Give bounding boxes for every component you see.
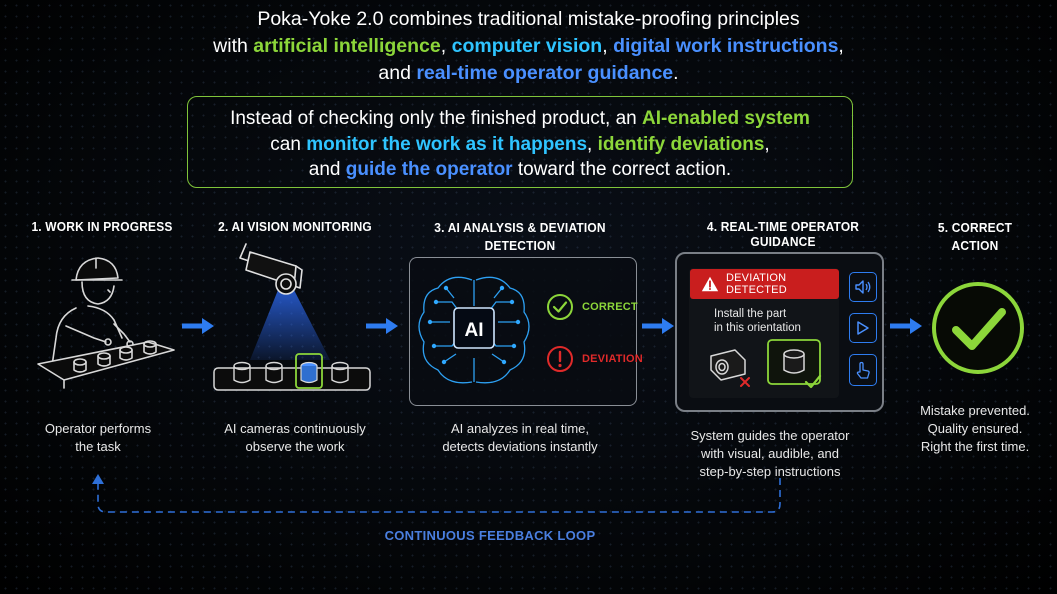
term-digital-work-instructions: digital work instructions	[613, 35, 839, 57]
wrong-x-icon	[740, 377, 750, 387]
intro-text-segment: .	[673, 62, 679, 84]
play-icon	[857, 321, 869, 335]
term-computer-vision: computer vision	[451, 35, 603, 57]
intro-line-1: Poka-Yoke 2.0 combines traditional mista…	[257, 8, 800, 30]
flow-arrow-4	[890, 318, 922, 334]
intro-text-segment: and	[378, 62, 417, 84]
feedback-loop-path	[92, 474, 781, 513]
step-4-title: 4. REAL-TIME OPERATOR GUIDANCE	[706, 219, 860, 249]
deviation-detected-banner: DEVIATION DETECTED	[690, 269, 839, 299]
instruction-line-2: in this orientation	[714, 322, 801, 334]
term-artificial-intelligence: artificial intelligence	[253, 35, 441, 57]
intro-line-3: and real-time operator guidance.	[0, 60, 1057, 87]
correct-action-check-icon	[932, 282, 1024, 374]
step-1-desc-line-1: Operator performs	[44, 421, 152, 436]
term-ai-enabled-system: AI-enabled system	[642, 108, 810, 129]
correct-check-icon	[547, 294, 573, 320]
term-real-time-operator-guidance: real-time operator guidance	[416, 62, 674, 84]
step-4-description: System guides the operator with visual, …	[665, 427, 875, 481]
step-3-title-line-1: 3. AI ANALYSIS & DEVIATION	[434, 220, 606, 235]
camera-illustration	[213, 243, 371, 391]
step-4-desc-line-2: with visual, audible, and	[700, 446, 840, 461]
analysis-panel	[409, 257, 637, 406]
step-3-desc-line-2: detects deviations instantly	[442, 439, 598, 454]
vision-beam	[250, 290, 330, 360]
instruction-text: Install the part in this orientation	[714, 307, 801, 335]
step-5-description: Mistake prevented. Quality ensured. Righ…	[905, 402, 1045, 456]
step-3-desc-line-1: AI analyzes in real time,	[450, 421, 589, 436]
step-2-description: AI cameras continuously observe the work	[205, 420, 385, 456]
deviation-alert-icon	[547, 346, 573, 372]
step-1-title: 1. WORK IN PROGRESS	[31, 219, 173, 234]
speaker-icon	[855, 280, 871, 294]
detected-part-box	[295, 353, 323, 389]
intro-text-segment: with	[213, 35, 254, 57]
correct-orientation-part	[767, 339, 822, 389]
step-5-desc-line-3: Right the first time.	[920, 439, 1030, 454]
ai-chip	[453, 307, 495, 349]
step-5-title-line-1: 5. CORRECT	[937, 220, 1013, 235]
deviation-detected-text: DEVIATION DETECTED	[725, 272, 787, 296]
step-3-description: AI analyzes in real time, detects deviat…	[410, 420, 630, 456]
intro-line-2: with artificial intelligence, computer v…	[0, 33, 1057, 60]
term-guide-operator: guide the operator	[345, 159, 513, 180]
flow-arrow-3	[642, 318, 674, 334]
wrong-orientation-part	[710, 349, 750, 387]
deviation-label: DEVIATION	[582, 353, 643, 365]
callout-text: ,	[587, 133, 598, 155]
callout-text: Instead of checking only the finished pr…	[230, 108, 643, 129]
instruction-line-1: Install the part	[714, 308, 787, 320]
callout-line-2: can monitor the work as it happens, iden…	[188, 132, 852, 158]
callout-text: and	[308, 159, 346, 180]
callout-text: can	[270, 133, 307, 155]
intro-separator: ,	[440, 35, 452, 57]
step-4-desc-line-1: System guides the operator	[690, 428, 850, 443]
callout-text: toward the correct action.	[512, 159, 732, 180]
step-2-desc-line-2: observe the work	[245, 439, 345, 454]
step-5-title: 5. CORRECT ACTION	[920, 219, 1030, 255]
play-button[interactable]	[849, 313, 877, 343]
callout-line-3: and guide the operator toward the correc…	[188, 157, 852, 183]
step-1-desc-line-2: the task	[75, 439, 121, 454]
step-2-desc-line-1: AI cameras continuously	[224, 421, 366, 436]
step-3-title-line-2: DETECTION	[484, 238, 556, 253]
step-4-desc-line-3: step-by-step instructions	[699, 464, 841, 479]
feedback-loop-label: CONTINUOUS FEEDBACK LOOP	[384, 528, 596, 543]
step-5-desc-line-2: Quality ensured.	[927, 421, 1023, 436]
callout-box: Instead of checking only the finished pr…	[187, 96, 853, 188]
callout-line-1: Instead of checking only the finished pr…	[188, 106, 852, 132]
term-monitor-work: monitor the work as it happens	[306, 133, 588, 155]
step-5-title-line-2: ACTION	[951, 238, 999, 253]
touch-icon	[856, 361, 870, 379]
step-1-description: Operator performs the task	[18, 420, 178, 456]
intro-separator: ,	[838, 35, 844, 57]
flow-arrow-1	[182, 318, 214, 334]
flow-arrow-2	[366, 318, 398, 334]
callout-text: ,	[764, 133, 770, 155]
term-identify-deviations: identify deviations	[597, 133, 765, 155]
step-2-title: 2. AI VISION MONITORING	[218, 219, 372, 234]
intro-separator: ,	[602, 35, 614, 57]
touch-button[interactable]	[849, 354, 877, 386]
warning-icon	[701, 276, 719, 292]
ai-brain-illustration: AI	[418, 276, 530, 384]
step-3-title: 3. AI ANALYSIS & DEVIATION DETECTION	[414, 219, 626, 255]
intro-text: Poka-Yoke 2.0 combines traditional mista…	[0, 6, 1057, 87]
ai-chip-label: AI	[465, 320, 484, 341]
operator-illustration	[37, 257, 175, 389]
feedback-arrowhead-icon	[92, 474, 104, 484]
correct-label: CORRECT	[582, 301, 638, 313]
audio-button[interactable]	[849, 272, 877, 302]
correct-check-small-icon	[804, 374, 822, 389]
step-5-desc-line-1: Mistake prevented.	[920, 403, 1030, 418]
